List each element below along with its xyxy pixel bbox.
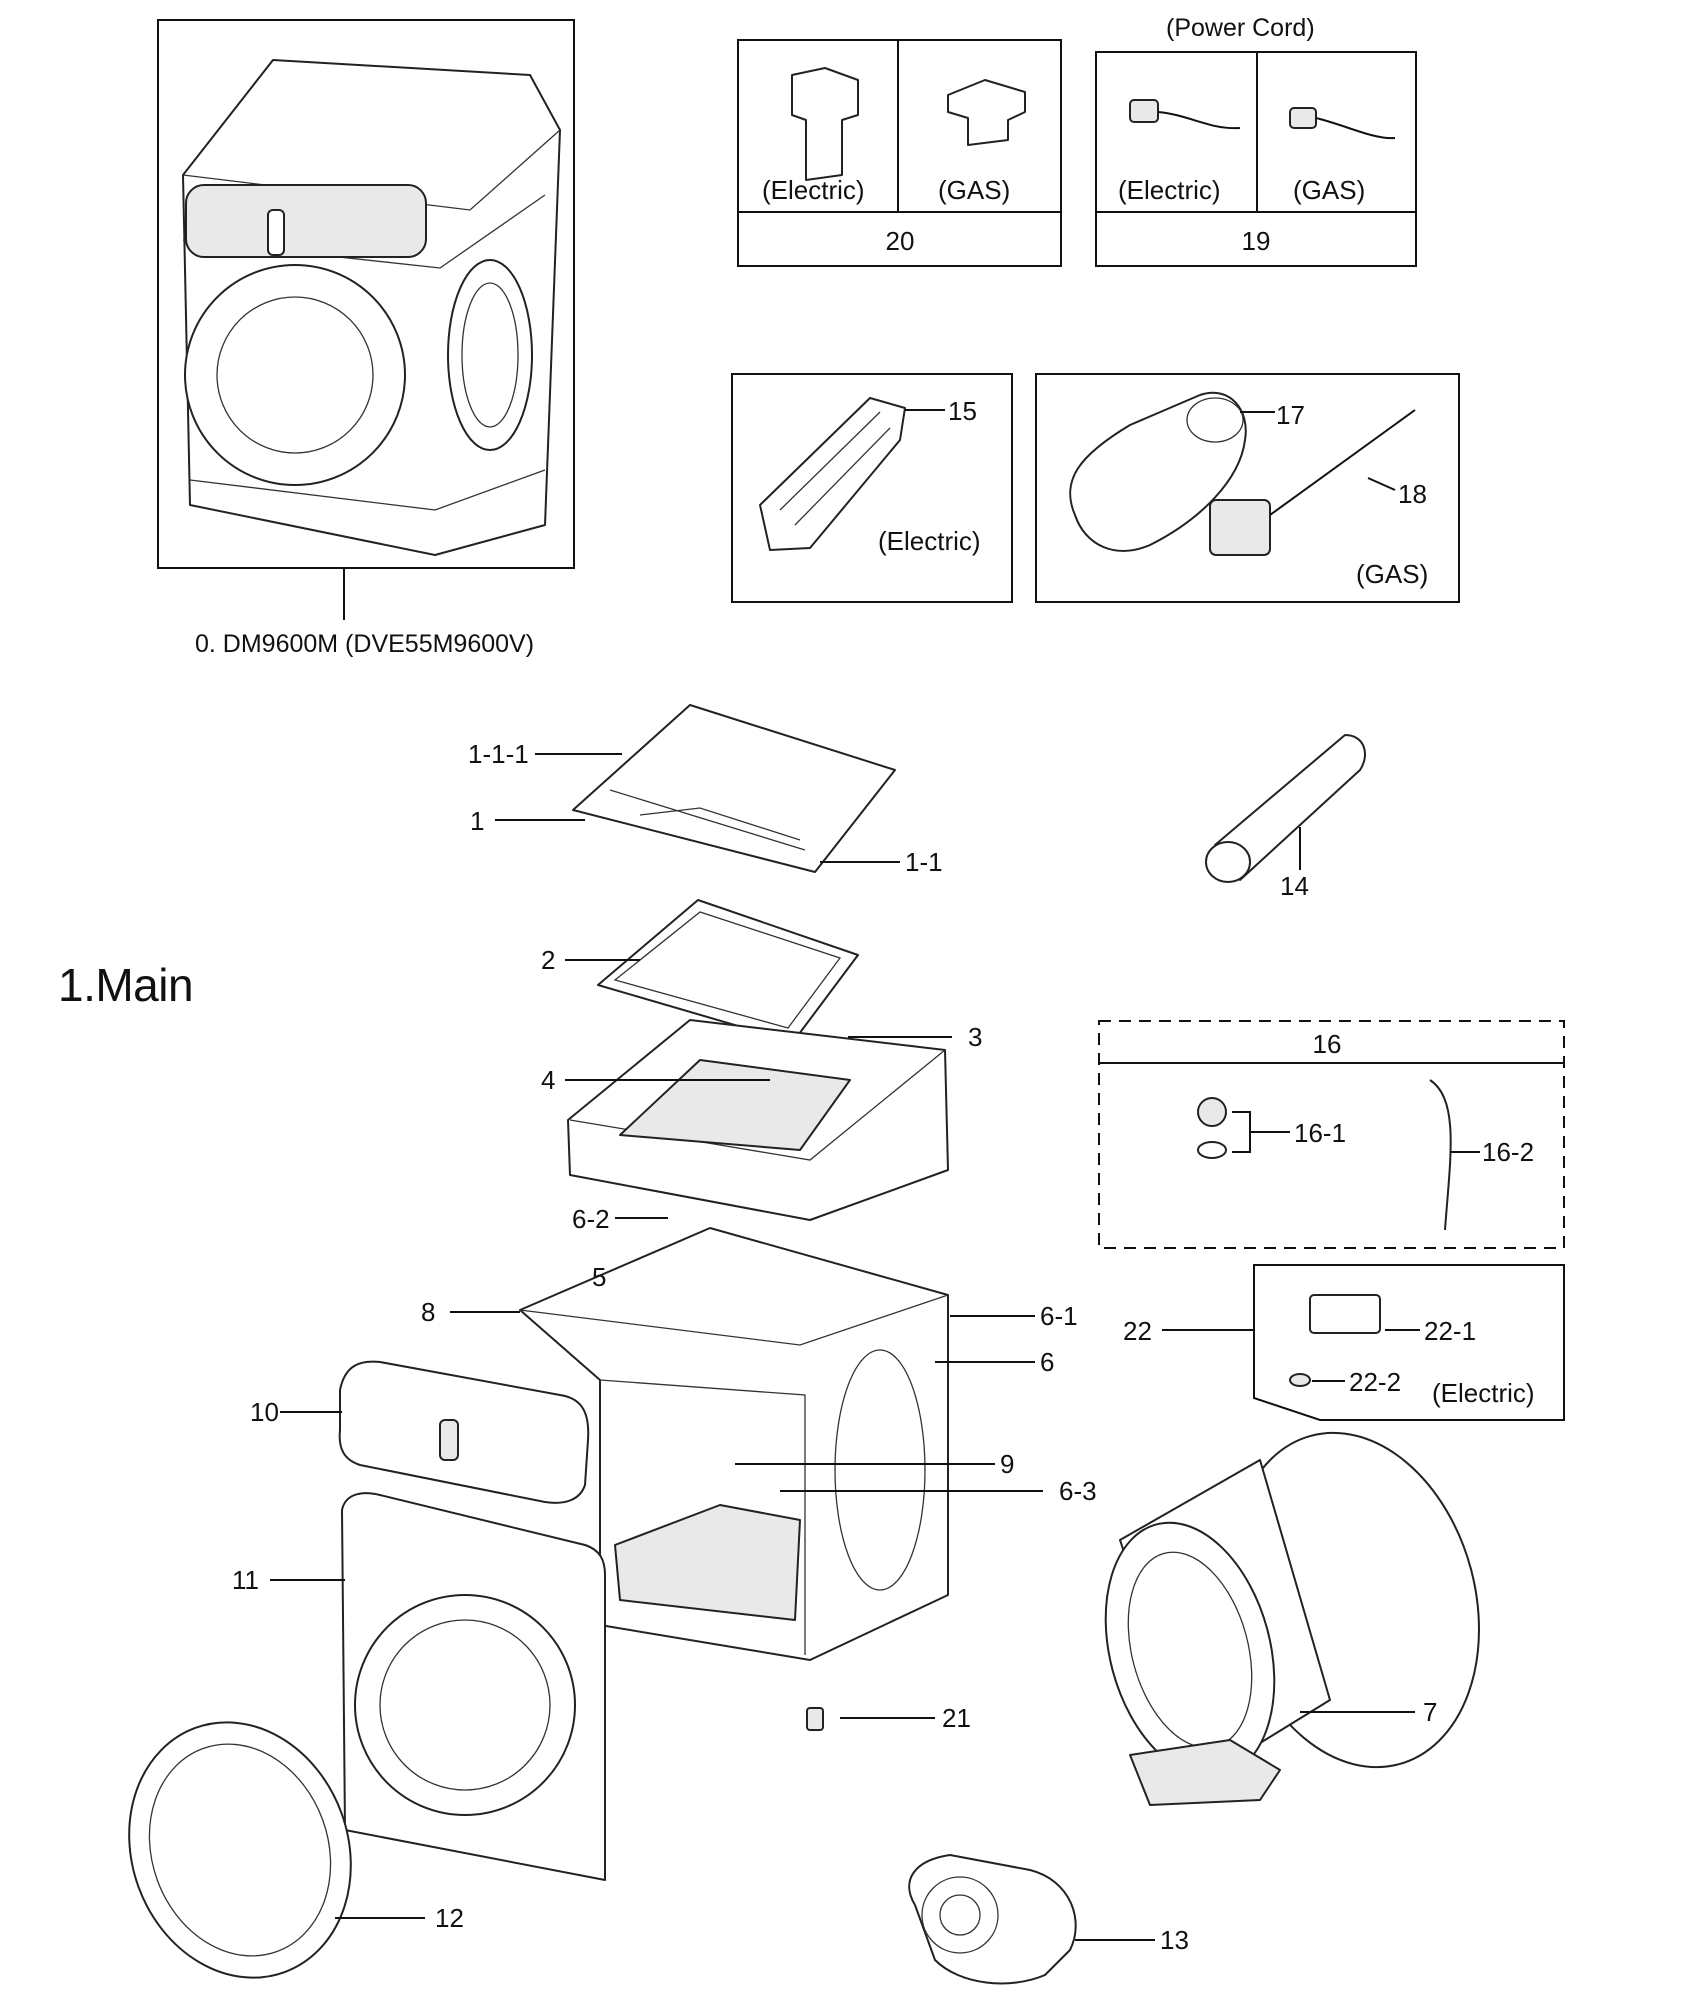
callout-7: 7 — [1423, 1697, 1438, 1727]
callout-1: 1 — [470, 806, 485, 836]
part-17-18-box — [1035, 373, 1460, 603]
callout-10: 10 — [250, 1397, 279, 1427]
callout-4: 4 — [541, 1065, 556, 1095]
callout-21: 21 — [942, 1703, 971, 1733]
part-19-box — [1095, 51, 1417, 267]
part-15-number: 15 — [948, 396, 977, 426]
callout-6-2: 6-2 — [572, 1204, 610, 1234]
frame-2-illustration — [565, 899, 859, 1043]
callout-13: 13 — [1160, 1925, 1189, 1955]
part-22-1-label: 22-1 — [1424, 1316, 1477, 1346]
callout-12: 12 — [435, 1903, 464, 1933]
callout-6-1: 6-1 — [1040, 1301, 1078, 1331]
part-16-box — [1098, 1020, 1565, 1249]
part-15-variant: (Electric) — [878, 526, 981, 556]
part-19-left-variant: (Electric) — [1118, 175, 1221, 205]
callout-3: 3 — [968, 1022, 983, 1052]
callout-11: 11 — [232, 1565, 259, 1595]
part-16-1-label: 16-1 — [1294, 1118, 1347, 1148]
callout-1-1: 1-1 — [905, 847, 943, 877]
drum-7-illustration — [1104, 1431, 1480, 1806]
callout-2: 2 — [541, 945, 556, 975]
blower-13-illustration — [908, 1854, 1155, 1985]
callout-14: 14 — [1280, 871, 1309, 901]
callout-1-1-1: 1-1-1 — [468, 739, 529, 769]
part-19-right-variant: (GAS) — [1293, 175, 1366, 205]
part-20-right-variant: (GAS) — [938, 175, 1011, 205]
part-16-number: 16 — [1312, 1029, 1342, 1059]
section-title: 1.Main — [58, 959, 194, 1011]
door-12-illustration — [128, 1721, 425, 1979]
part-22-box — [1162, 1264, 1565, 1421]
top-panel-illustration — [495, 704, 900, 873]
part-16-2-label: 16-2 — [1482, 1137, 1535, 1167]
part-17-18-variant: (GAS) — [1356, 559, 1429, 589]
callout-9: 9 — [1000, 1449, 1015, 1479]
part-20-number: 20 — [885, 226, 915, 256]
front-panel-11-illustration — [270, 1492, 606, 1881]
power-cord-title: (Power Cord) — [1166, 14, 1315, 42]
part-18-number: 18 — [1398, 479, 1427, 509]
model-label: 0. DM9600M (DVE55M9600V) — [195, 630, 535, 658]
part-15-box — [731, 373, 1013, 603]
foot-21-illustration — [806, 1707, 935, 1731]
part-19-number: 19 — [1241, 226, 1271, 256]
control-panel-10-illustration — [280, 1360, 590, 1504]
callout-6-3: 6-3 — [1059, 1476, 1097, 1506]
main-cabinet-illustration — [450, 1217, 1043, 1661]
part-20-left-variant: (Electric) — [762, 175, 865, 205]
part-22-2-label: 22-2 — [1349, 1367, 1402, 1397]
part-20-box — [737, 39, 1062, 267]
assembled-dryer-illustration — [157, 19, 575, 620]
part-22-number: 22 — [1123, 1316, 1152, 1346]
upper-cabinet-illustration — [565, 1019, 952, 1221]
callout-8: 8 — [421, 1297, 436, 1327]
part-22-variant: (Electric) — [1432, 1378, 1535, 1408]
callout-6: 6 — [1040, 1347, 1055, 1377]
duct-14-illustration — [1205, 734, 1366, 883]
callout-5: 5 — [592, 1262, 607, 1292]
part-17-number: 17 — [1276, 400, 1305, 430]
